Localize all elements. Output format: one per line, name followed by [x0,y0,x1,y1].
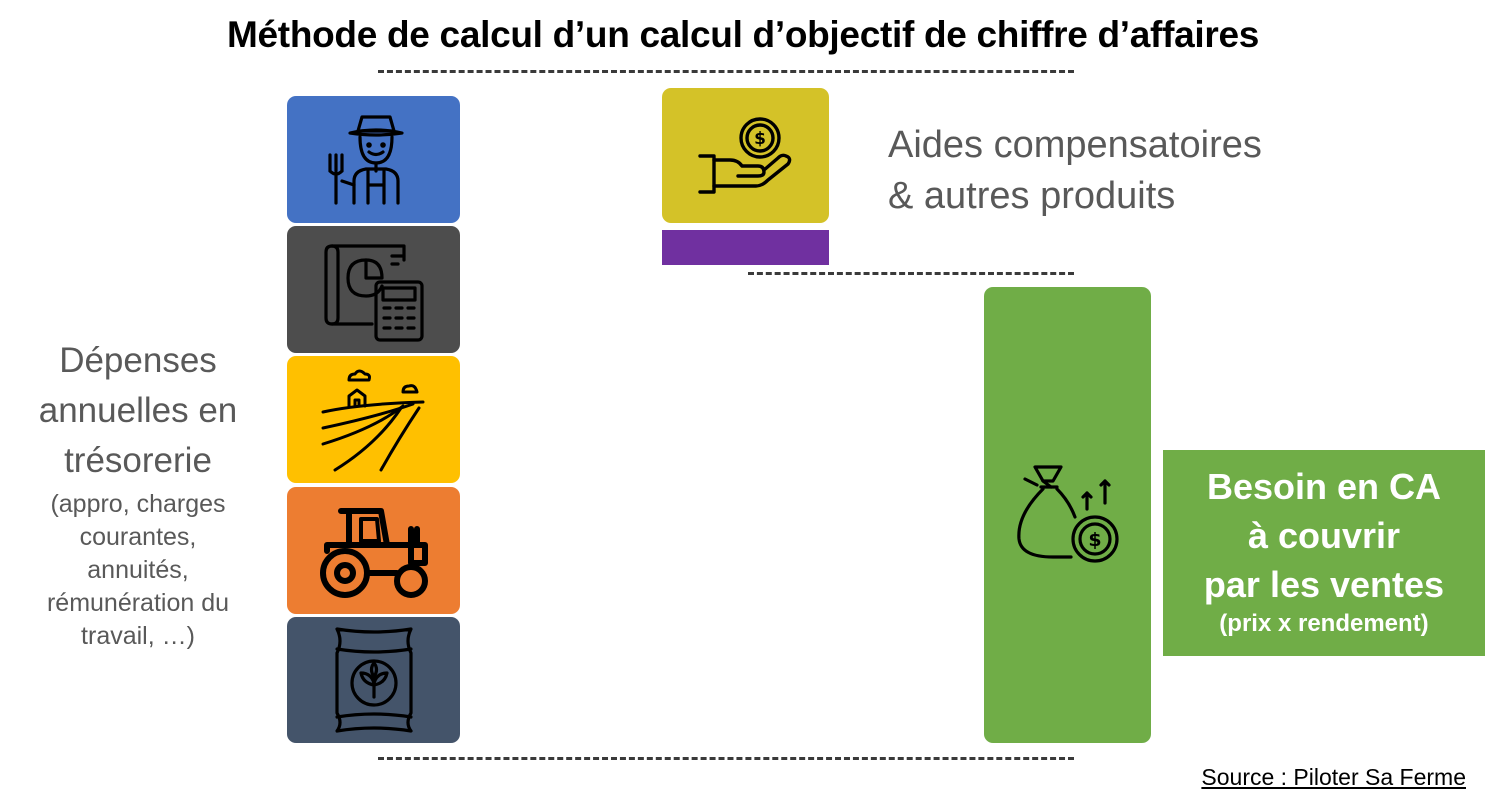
svg-text:$: $ [754,129,766,149]
sales-block: $ [984,287,1151,743]
expenses-detail-line: (appro, charges [50,490,226,518]
accounting-calculator-icon [323,243,424,342]
expenses-detail-line: courantes, [79,523,197,551]
expense-block-labor [287,96,460,223]
farm-field-icon [321,369,424,471]
expense-block-equipment [287,487,460,614]
expenses-label-line: annuelles en [38,391,238,430]
page-title: Méthode de calcul d’un calcul d’objectif… [227,14,1259,55]
expenses-label-line: trésorerie [64,441,212,480]
middle-dashed-line [748,272,1074,275]
aides-bar [662,230,829,265]
expenses-detail-line: rémunération du [46,589,230,617]
seed-bag-icon [334,627,413,733]
aides-label-line: & autres produits [888,175,1176,217]
farmer-icon [327,114,404,205]
besoin-line: Besoin en CA [1206,466,1442,507]
bottom-dashed-line [378,757,1074,760]
svg-text:$: $ [1088,529,1101,551]
expenses-detail-line: travail, …) [81,622,195,650]
aides-block: $ [662,88,829,223]
expenses-label: Dépenses annuelles en trésorerie (appro,… [20,336,256,653]
besoin-subline: (prix x rendement) [1219,610,1429,637]
expenses-detail-line: annuités, [87,556,189,584]
besoin-line: par les ventes [1203,564,1445,605]
expense-block-land [287,356,460,483]
expense-block-inputs [287,617,460,743]
aides-label-line: Aides compensatoires [888,124,1262,166]
hand-coin-icon: $ [697,116,791,194]
expense-block-management [287,226,460,353]
source-link[interactable]: Source : Piloter Sa Ferme [1201,764,1466,790]
top-dashed-line [378,70,1074,73]
tractor-icon [319,507,428,598]
expenses-label-line: Dépenses [59,341,217,380]
besoin-box: Besoin en CA à couvrir par les ventes (p… [1163,450,1485,656]
money-bag-icon: $ [1016,465,1119,563]
aides-label: Aides compensatoires & autres produits [888,120,1262,222]
besoin-line: à couvrir [1247,515,1401,556]
